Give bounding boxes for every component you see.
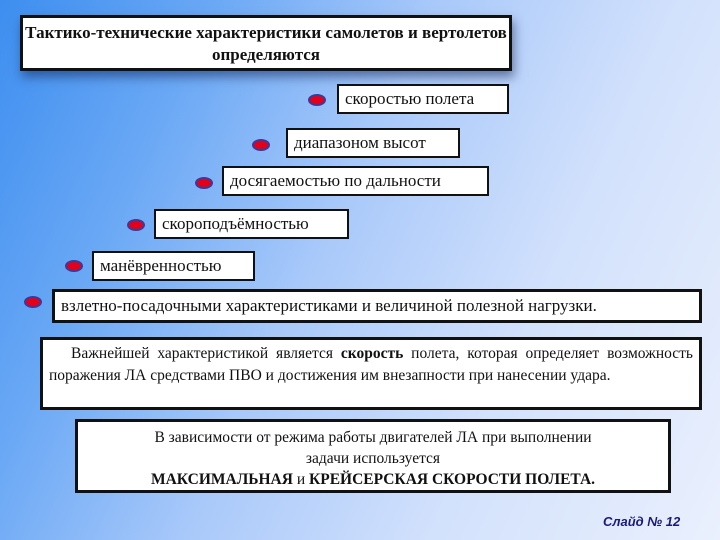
note-line-2: задачи используется: [305, 450, 441, 467]
note-bold-max: МАКСИМАЛЬНАЯ: [150, 471, 293, 488]
bullet-icon: [127, 219, 145, 231]
list-item-label: манёвренностью: [100, 256, 222, 275]
speed-importance-paragraph: Важнейшей характеристикой является скоро…: [40, 337, 702, 410]
bullet-icon: [65, 260, 83, 272]
bullet-icon: [252, 139, 270, 151]
list-item-label: диапазоном высот: [294, 133, 426, 152]
bullet-icon: [24, 296, 42, 308]
list-item-label: скороподъёмностью: [162, 214, 309, 233]
list-item-label: взлетно-посадочными характеристиками и в…: [61, 296, 597, 315]
slide-number: Слайд № 12: [603, 514, 681, 529]
bullet-icon: [195, 177, 213, 189]
title-line-1: Тактико-технические характеристики самол…: [25, 23, 507, 42]
note-bold-cruise: КРЕЙСЕРСКАЯ СКОРОСТИ ПОЛЕТА.: [309, 471, 596, 488]
note-line-3: МАКСИМАЛЬНАЯ и КРЕЙСЕРСКАЯ СКОРОСТИ ПОЛЕ…: [78, 469, 668, 490]
list-item-label: досягаемостью по дальности: [230, 171, 441, 190]
slide-title: Тактико-технические характеристики самол…: [20, 15, 512, 71]
list-item: взлетно-посадочными характеристиками и в…: [52, 289, 702, 323]
list-item-label: скоростью полета: [345, 89, 475, 108]
list-item: манёвренностью: [92, 251, 255, 281]
list-item: досягаемостью по дальности: [222, 166, 489, 196]
paragraph-text: Важнейшей характеристикой является: [71, 345, 341, 362]
note-connector: и: [292, 471, 309, 488]
speed-modes-note: В зависимости от режима работы двигателе…: [75, 419, 671, 493]
list-item: скороподъёмностью: [154, 209, 349, 239]
note-line-1: В зависимости от режима работы двигателе…: [154, 429, 592, 446]
paragraph-text: полета, которая определяет возможность п…: [49, 345, 693, 384]
list-item: диапазоном высот: [286, 128, 460, 158]
title-line-2: определяются: [211, 45, 321, 64]
bullet-icon: [308, 94, 326, 106]
paragraph-bold-term: скорость: [340, 345, 404, 362]
list-item: скоростью полета: [337, 84, 509, 114]
